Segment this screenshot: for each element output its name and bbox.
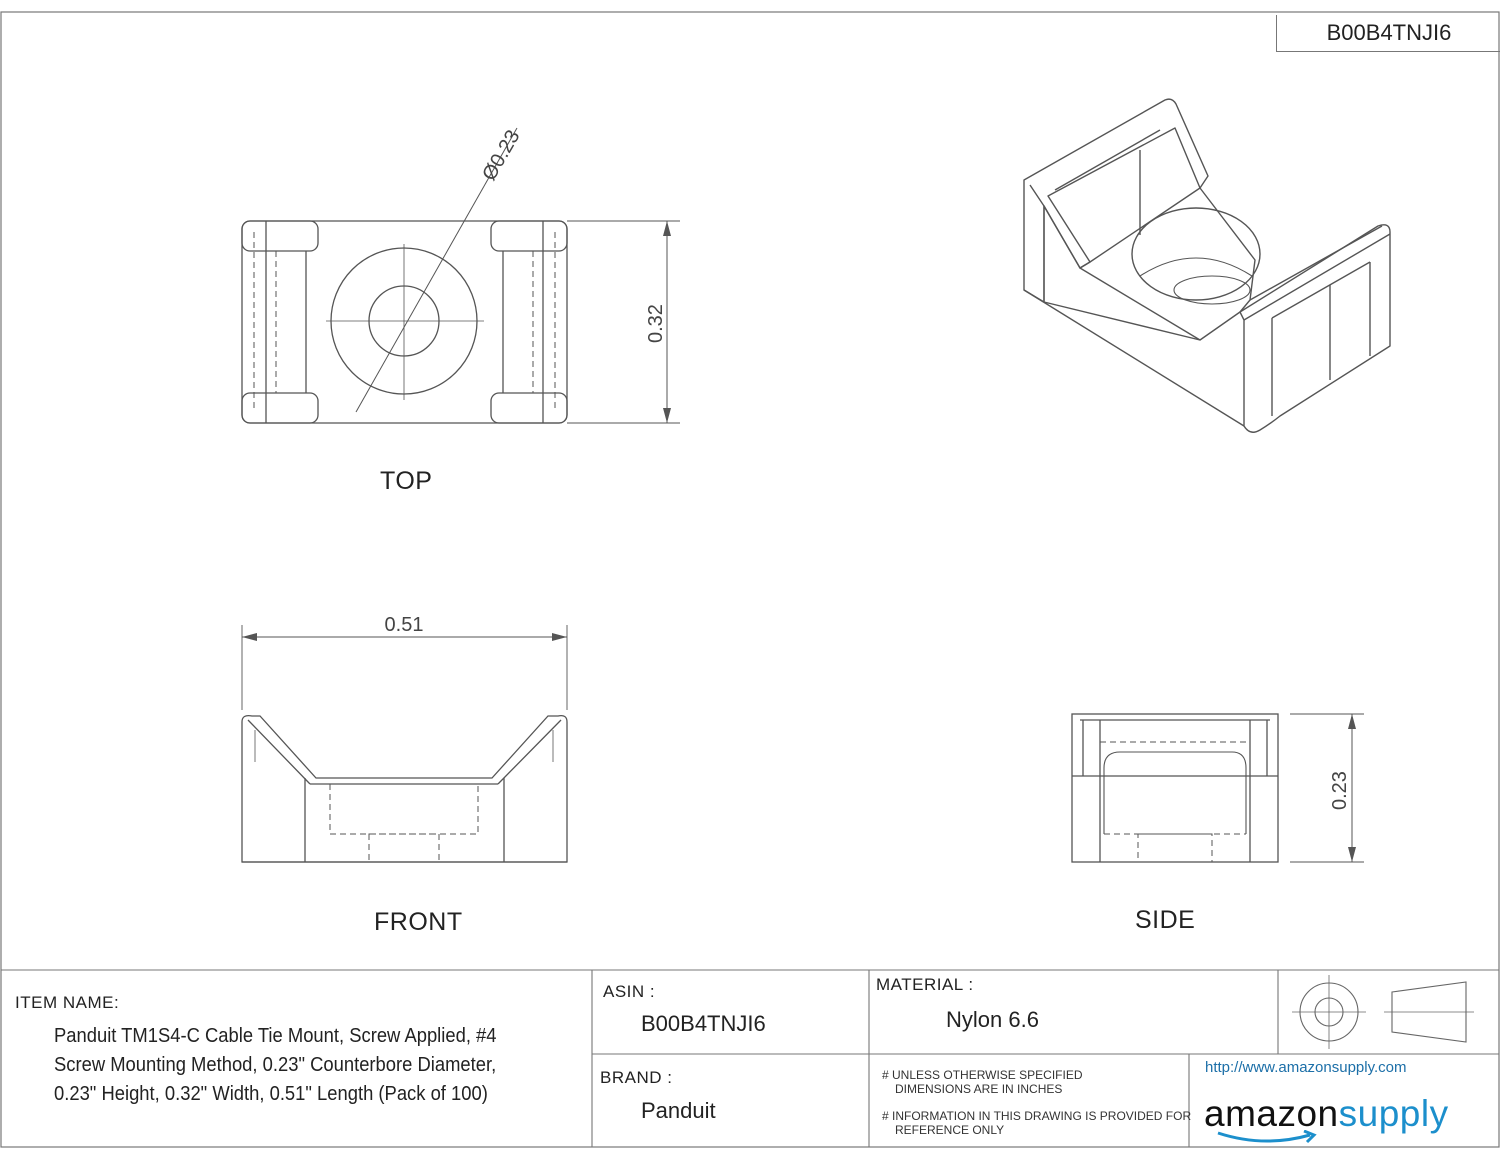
note-reference-line1: # INFORMATION IN THIS DRAWING IS PROVIDE…: [882, 1109, 1192, 1123]
title-block: [1, 969, 1499, 1147]
diameter-leader: [355, 127, 518, 413]
top-view: [241, 127, 680, 424]
diameter-dimension-label: Ø0.23: [478, 126, 524, 184]
projection-symbol-icon: [1292, 975, 1474, 1049]
brand-value: Panduit: [641, 1098, 716, 1123]
asin-value: B00B4TNJI6: [641, 1011, 766, 1036]
note-units-line2: DIMENSIONS ARE IN INCHES: [895, 1082, 1063, 1096]
side-view-label: SIDE: [1135, 906, 1196, 934]
top-width-dimension-label: 0.32: [645, 304, 667, 343]
item-name-value: Panduit TM1S4-C Cable Tie Mount, Screw A…: [54, 1025, 497, 1105]
note-reference-line2: REFERENCE ONLY: [895, 1123, 1005, 1137]
logo-part-supply: supply: [1338, 1093, 1449, 1134]
note-units-line1: # UNLESS OTHERWISE SPECIFIED: [882, 1068, 1083, 1082]
front-view-label: FRONT: [374, 908, 463, 936]
side-view: [1071, 713, 1364, 863]
iso-counterbore: [1131, 207, 1261, 301]
top-view-outline: [241, 220, 568, 424]
side-view-outline: [1071, 713, 1279, 863]
front-view-outline: [241, 714, 568, 863]
front-view: [241, 625, 568, 863]
website-link[interactable]: http://www.amazonsupply.com: [1205, 1059, 1407, 1076]
sheet-border: [0, 11, 1500, 1148]
brand-label: BRAND :: [600, 1068, 673, 1087]
logo-part-amazon: amazon: [1204, 1093, 1339, 1134]
top-view-label: TOP: [380, 467, 433, 495]
asin-label: ASIN :: [603, 982, 656, 1001]
asin-tag: B00B4TNJI6: [1276, 15, 1500, 52]
amazonsupply-logo: amazonsupply: [1204, 1093, 1449, 1135]
material-value: Nylon 6.6: [946, 1007, 1039, 1032]
item-name-label: ITEM NAME:: [15, 993, 120, 1012]
side-height-dimension-label: 0.23: [1329, 771, 1351, 810]
smile-arrow-icon: [1217, 1130, 1317, 1144]
front-length-dimension-label: 0.51: [385, 614, 424, 636]
material-label: MATERIAL :: [876, 975, 974, 994]
isometric-view: [1023, 98, 1391, 433]
